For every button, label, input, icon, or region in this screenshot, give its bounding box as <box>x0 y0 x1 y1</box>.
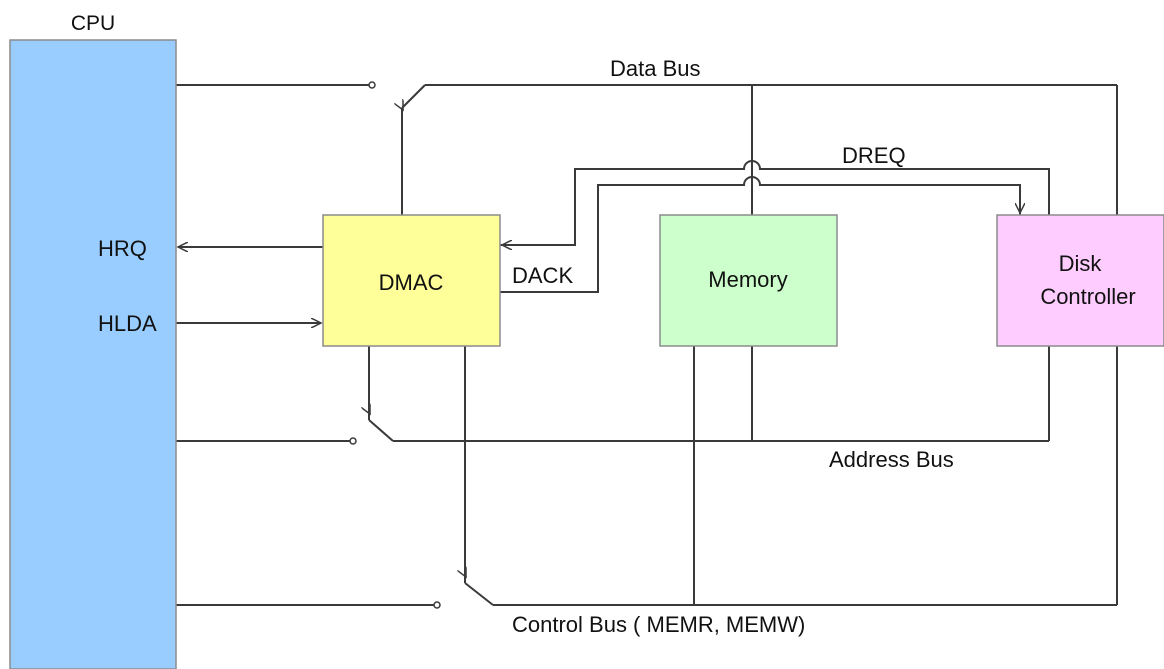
disk-controller-label-line2: Controller <box>1040 284 1135 309</box>
address-bus-switch-contact <box>349 437 357 445</box>
disk-controller-label-line1: Disk <box>1059 251 1103 276</box>
memory-label: Memory <box>708 267 787 292</box>
data-bus-switch-arrow <box>402 108 404 110</box>
disk-controller-block <box>996 214 1164 347</box>
control-bus <box>176 346 1117 609</box>
control-bus-switch-contact <box>433 601 441 609</box>
data-bus-switch-contact <box>368 81 376 89</box>
dmac-block <box>322 214 501 347</box>
control-bus-label: Control Bus ( MEMR, MEMW) <box>512 612 805 637</box>
cpu-block <box>9 39 177 669</box>
address-bus-switch-arrow <box>369 412 371 414</box>
data-bus <box>176 81 1118 605</box>
hrq-label: HRQ <box>98 236 147 261</box>
data-bus-label: Data Bus <box>610 56 701 81</box>
dreq-line <box>500 160 1050 246</box>
control-bus-switch-arrow <box>465 575 467 577</box>
data-bus-switch-arm <box>401 84 426 109</box>
address-bus-label: Address Bus <box>829 447 954 472</box>
address-bus <box>176 346 1050 445</box>
address-bus-switch-arm <box>368 419 394 442</box>
cpu-label: CPU <box>71 12 115 35</box>
dack-line <box>500 176 1021 293</box>
memory-block <box>659 214 838 347</box>
dack-label: DACK <box>512 263 573 288</box>
hlda-label: HLDA <box>98 311 157 336</box>
dreq-label: DREQ <box>842 143 906 168</box>
control-bus-switch-arm <box>464 582 494 606</box>
dmac-label: DMAC <box>379 270 444 295</box>
